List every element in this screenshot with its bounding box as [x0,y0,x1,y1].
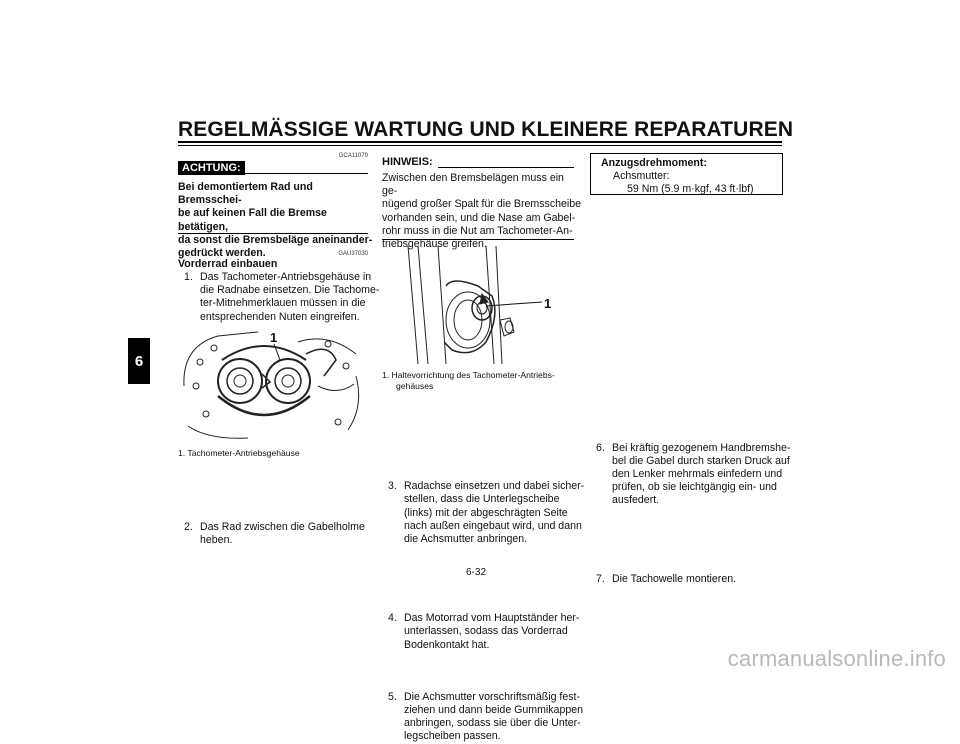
page-title: REGELMÄSSIGE WARTUNG UND KLEINERE REPARA… [178,118,794,141]
text-line: ter-Mitnehmerklauen müssen in die [200,297,366,310]
achtung-label: ACHTUNG: [178,161,245,175]
text-line: die Radnabe einsetzen. Die Tachome- [200,284,380,297]
text-line: ziehen und dann beide Gummikappen [404,704,584,717]
achtung-header: ACHTUNG: [178,161,368,177]
step-number: 2. [184,520,193,533]
hinweis-header: HINWEIS: [382,156,574,172]
step-number: 4. [388,612,397,625]
text-line: legscheiben passen. [404,730,501,743]
text-line: die Achsmutter anbringen. [404,533,528,546]
text-line: bel die Gabel durch starken Druck auf [612,454,790,467]
text-line: Bodenkontakt hat. [404,638,490,651]
hinweis-bottom-rule [382,239,574,240]
code-label: GCA11070 [338,153,368,159]
step-number: 1. [184,271,193,283]
text-line: den Lenker mehrmals einfedern und [612,468,783,481]
text-line: Bei kräftig gezogenem Handbremshe- [612,441,791,454]
text-line: Das Rad zwischen die Gabelholme [200,520,365,533]
torque-item: Achsmutter: [613,170,670,183]
step-5: 5. Die Achsmutter vorschriftsmäßig fest-… [388,691,598,744]
text-line: unterlassen, sodass das Vorderrad [404,625,568,638]
figure-caption: 1. Haltevorrichtung des Tachometer-Antri… [382,370,582,391]
title-rule-thin [178,145,782,146]
text-line: heben. [200,534,233,547]
section-title: Vorderrad einbauen [178,258,278,270]
caption-line: gehäuses [396,380,434,391]
torque-value: 59 Nm (5.9 m·kgf, 43 ft·lbf) [627,183,754,196]
achtung-text: Bei demontiertem Rad und Bremsschei- be … [178,181,378,260]
step-number: 3. [388,480,397,493]
step-3: 3. Radachse einsetzen und dabei sicher- … [388,480,598,546]
code-label: GAU37030 [338,251,368,257]
text-line: be auf keinen Fall die Bremse betätigen, [178,207,327,233]
caption-line: 1. Haltevorrichtung des Tachometer-Antri… [382,370,555,380]
text-line: stellen, dass die Unterlegscheibe [404,493,560,506]
chapter-tab: 6 [128,338,150,384]
step-7: 7. Die Tachowelle montieren. [596,573,806,586]
figure-callout: 1 [544,296,551,311]
step-6: 6. Bei kräftig gezogenem Handbremshe- be… [596,442,806,508]
step-2: 2. Das Rad zwischen die Gabelholme heben… [184,521,390,547]
torque-title: Anzugsdrehmoment: [601,157,707,169]
text-line: da sonst die Bremsbeläge aneinander- [178,233,373,246]
step-number: 6. [596,441,605,454]
text-line: Bei demontiertem Rad und Bremsschei- [178,181,313,207]
text-line: Die Tachowelle montieren. [612,572,737,585]
torque-spec-box: Anzugsdrehmoment: Achsmutter: 59 Nm (5.9… [590,153,783,195]
step-1: 1. Das Tachometer-Antriebsgehäuse in die… [184,271,390,324]
text-line: rohr muss in die Nut am Tachometer-An- [382,224,573,237]
achtung-rule [244,173,368,174]
text-line: Das Motorrad vom Hauptständer her- [404,612,580,625]
text-line: nach außen eingebaut wird, und dann [404,519,582,532]
figure-speedometer-housing: 1 [183,330,360,439]
figure-callout: 1 [270,330,277,345]
text-line: Zwischen den Bremsbelägen muss ein ge- [382,172,564,198]
text-line: nügend großer Spalt für die Bremsscheibe [382,198,582,211]
step-number: 7. [596,572,605,585]
text-line: vorhanden sein, und die Nase am Gabel- [382,211,576,224]
text-line: Das Tachometer-Antriebsgehäuse in [200,271,372,283]
title-rule [178,141,782,143]
text-line: entsprechenden Nuten eingreifen. [200,310,360,323]
step-number: 5. [388,690,397,703]
watermark: carmanualsonline.info [727,646,946,671]
text-line: Radachse einsetzen und dabei sicher- [404,480,585,493]
text-line: anbringen, sodass sie über die Unter- [404,717,581,730]
hinweis-text: Zwischen den Bremsbelägen muss ein ge- n… [382,172,582,251]
hinweis-rule [438,167,574,168]
text-line: prüfen, ob sie leichtgängig ein- und [612,481,777,494]
figure-caption: 1. Tachometer-Antriebsgehäuse [178,448,300,458]
text-line: ausfedert. [612,494,660,507]
text-line: Die Achsmutter vorschriftsmäßig fest- [404,690,581,703]
text-line: gedrückt werden. [178,247,266,260]
page-number: 6-32 [466,567,487,578]
text-line: (links) mit der abgeschrägten Seite [404,506,568,519]
achtung-bottom-rule [178,233,368,234]
hinweis-label: HINWEIS: [382,156,433,168]
step-4: 4. Das Motorrad vom Hauptständer her- un… [388,612,598,652]
figure-housing-retainer: 1 [407,246,551,365]
